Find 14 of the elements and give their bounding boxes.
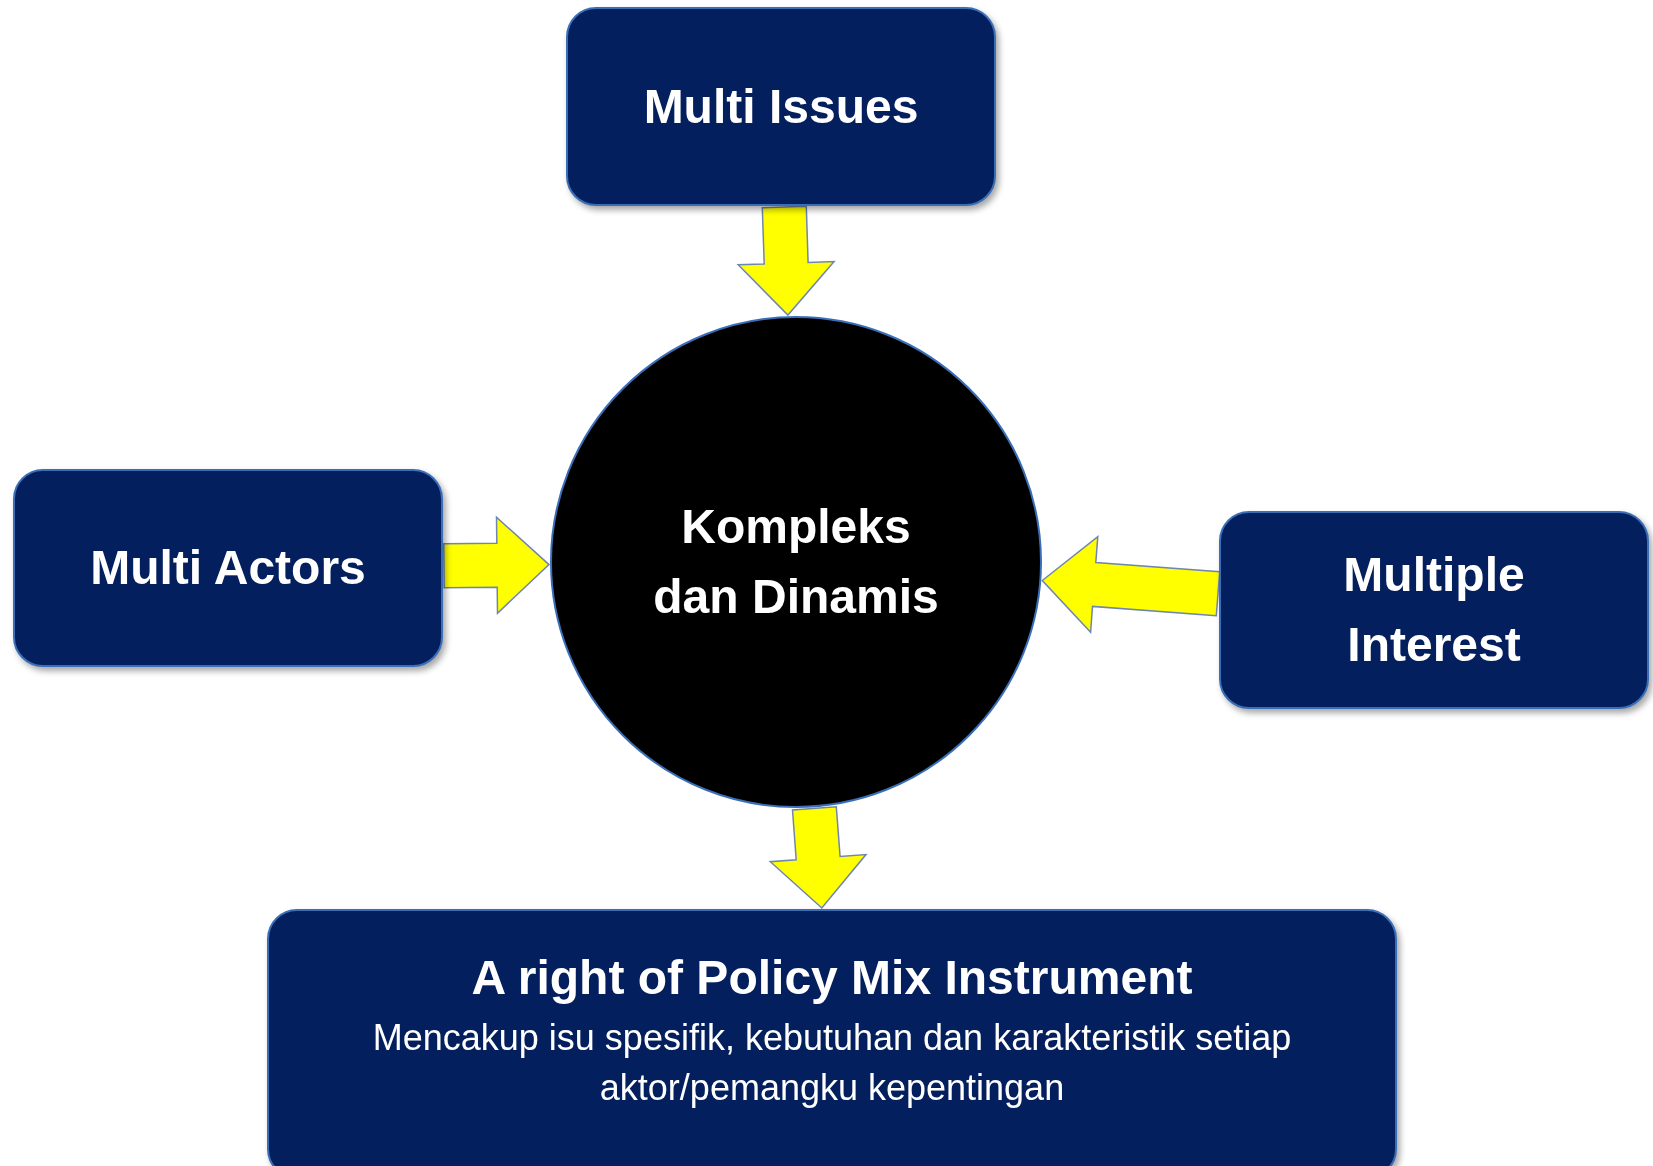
node-label: Kompleks dan Dinamis: [652, 499, 940, 625]
process-box: [566, 7, 996, 206]
process-box: [1219, 511, 1649, 709]
process-box: [267, 909, 1397, 1166]
node-label: Multiple Interest: [1342, 547, 1526, 673]
block-arrow: [768, 805, 868, 910]
node-label: Multi Actors: [90, 540, 366, 597]
block-arrow: [736, 205, 836, 317]
node-label: A right of Policy Mix Instrument: [471, 950, 1193, 1006]
block-arrow: [1041, 534, 1221, 635]
process-box: [13, 469, 443, 667]
node-label: Multi Issues: [643, 78, 919, 135]
node-description: Mencakup isu spesifik, kebutuhan dan karakteristik setiap aktor/pemangku kepentingan: [371, 1015, 1293, 1110]
block-arrow: [443, 515, 551, 615]
